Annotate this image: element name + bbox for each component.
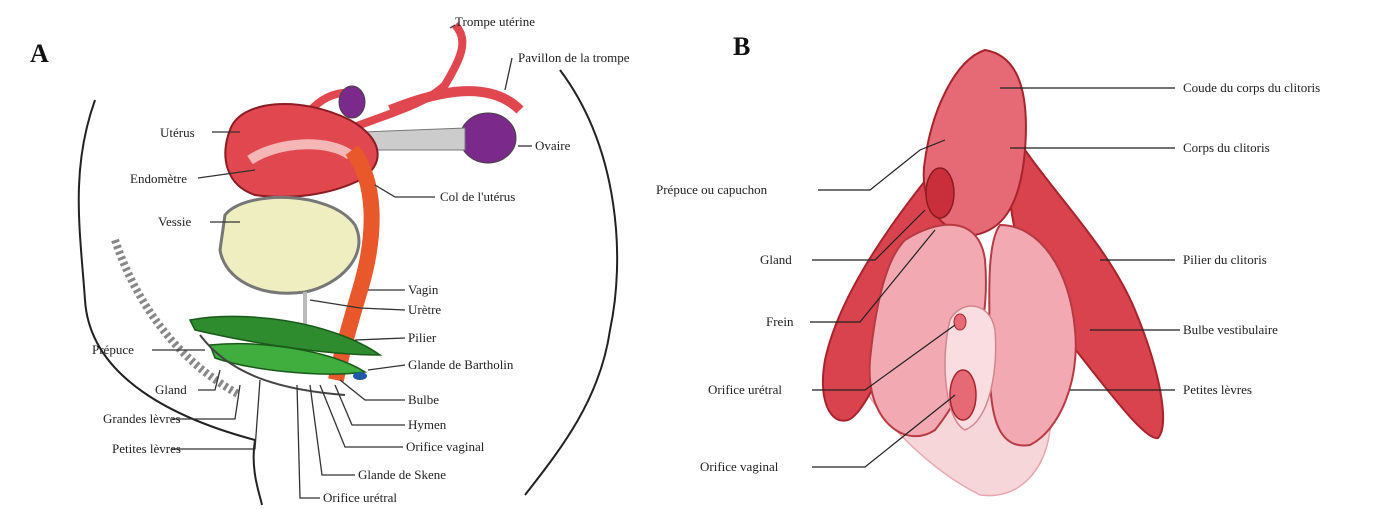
label-a-vessie: Vessie xyxy=(158,214,191,229)
lead-hymen xyxy=(335,385,405,425)
label-b-bulbe: Bulbe vestibulaire xyxy=(1183,322,1278,337)
label-a-skene: Glande de Skene xyxy=(358,467,446,482)
body-outline-right xyxy=(525,70,617,495)
vaginal-orifice-b xyxy=(950,370,976,420)
label-b-orifice-uretral: Orifice urétral xyxy=(708,382,782,397)
label-b-gland: Gland xyxy=(760,252,792,267)
glans xyxy=(926,168,954,218)
label-a-pavillon: Pavillon de la trompe xyxy=(518,50,630,65)
label-a-grandes-levres: Grandes lèvres xyxy=(103,411,181,426)
panel-b: B Coude du corps du clitoris Corps du cl… xyxy=(656,32,1320,496)
label-a-trompe: Trompe utérine xyxy=(455,14,535,29)
label-a-vagin: Vagin xyxy=(408,282,439,297)
label-a-uretre: Urètre xyxy=(408,302,441,317)
label-b-coude: Coude du corps du clitoris xyxy=(1183,80,1320,95)
urethral-orifice-b xyxy=(954,314,966,330)
ovary-right xyxy=(460,113,516,163)
label-b-pilier: Pilier du clitoris xyxy=(1183,252,1267,267)
label-a-orifice-vaginal: Orifice vaginal xyxy=(406,439,485,454)
label-a-orifice-uretral: Orifice urétral xyxy=(323,490,397,505)
lead-pilier xyxy=(355,338,405,340)
bartholin-gland-dot xyxy=(353,372,367,380)
label-a-ovaire: Ovaire xyxy=(535,138,571,153)
label-b-corps: Corps du clitoris xyxy=(1183,140,1270,155)
fallopian-tube-right xyxy=(390,91,520,110)
lead-col xyxy=(375,185,435,197)
lead-orifice-uretral xyxy=(297,385,320,498)
bladder xyxy=(220,197,359,293)
label-b-petites-levres: Petites lèvres xyxy=(1183,382,1252,397)
lead-bartholin xyxy=(368,365,405,370)
label-a-pilier: Pilier xyxy=(408,330,437,345)
label-a-gland: Gland xyxy=(155,382,187,397)
label-a-petites-levres: Petites lèvres xyxy=(112,441,181,456)
label-b-frein: Frein xyxy=(766,314,794,329)
ovary-left xyxy=(339,86,365,118)
lead-bulbe xyxy=(340,380,405,400)
label-a-uterus: Utérus xyxy=(160,125,195,140)
lead-skene xyxy=(310,385,355,475)
label-a-col: Col de l'utérus xyxy=(440,189,515,204)
panel-b-letter: B xyxy=(733,32,750,61)
lead-pavillon xyxy=(505,58,512,90)
panel-a: A xyxy=(30,14,630,505)
label-b-prepuce: Prépuce ou capuchon xyxy=(656,182,768,197)
label-a-bulbe: Bulbe xyxy=(408,392,439,407)
label-a-hymen: Hymen xyxy=(408,417,447,432)
label-a-endometre: Endomètre xyxy=(130,171,187,186)
label-a-prepuce: Prépuce xyxy=(92,342,134,357)
panel-a-letter: A xyxy=(30,39,49,68)
label-a-bartholin: Glande de Bartholin xyxy=(408,357,514,372)
label-b-orifice-vaginal: Orifice vaginal xyxy=(700,459,779,474)
